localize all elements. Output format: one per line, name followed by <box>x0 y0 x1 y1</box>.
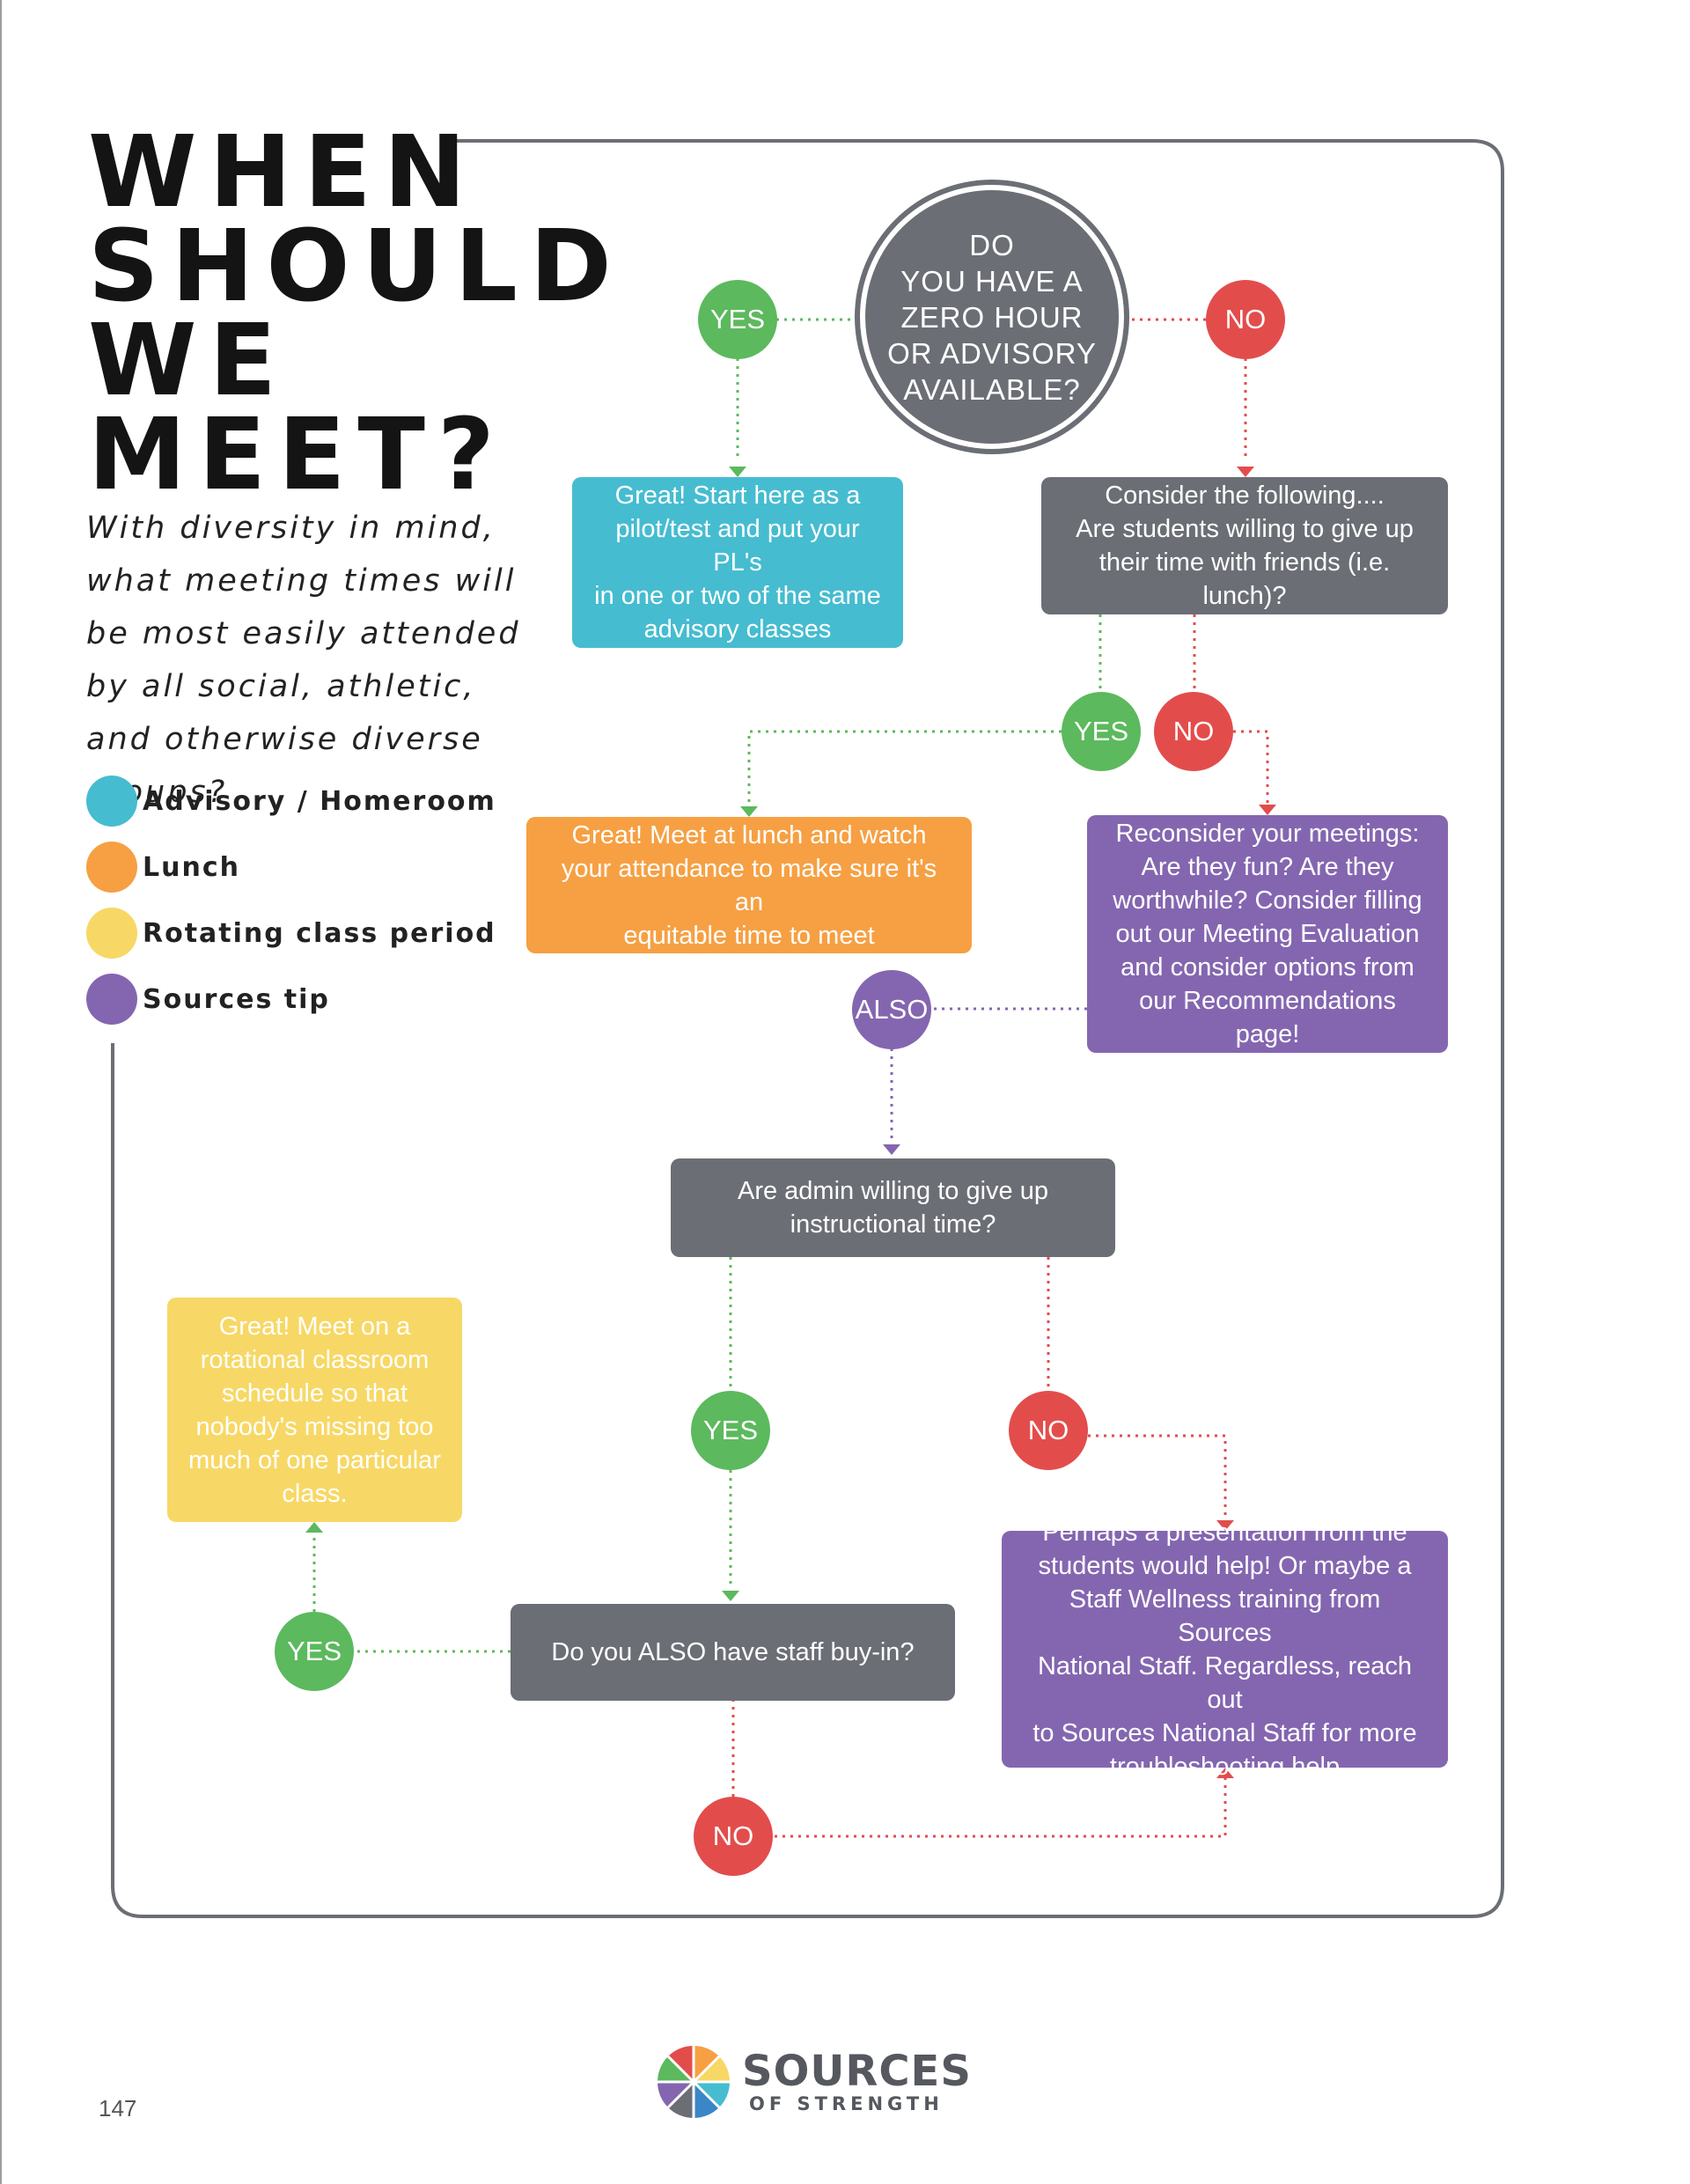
box-line: out our Meeting Evaluation <box>1115 920 1420 948</box>
arrowhead <box>1216 1520 1234 1531</box>
no-bubble-staff: NO <box>694 1797 773 1876</box>
box-line: Are admin willing to give up <box>737 1177 1048 1205</box>
box-line: instructional time? <box>790 1210 996 1239</box>
title-line-4: MEET? <box>88 398 507 512</box>
advisory-start-box: Great! Start here as a pilot/test and pu… <box>572 477 903 648</box>
box-line: worthwhile? Consider filling <box>1113 886 1422 915</box>
box-line: Great! Start here as a <box>614 482 861 510</box>
arrowhead <box>1237 467 1254 477</box>
box-line: equitable time to meet <box>623 921 875 950</box>
arrowhead <box>1216 1768 1234 1778</box>
box-line: Consider the following.... <box>1105 482 1385 510</box>
box-line: your attendance to make sure it's an <box>561 854 937 916</box>
box-line: nobody's missing too <box>195 1412 434 1441</box>
title-line-2: SHOULD <box>88 210 624 324</box>
box-line: National Staff. Regardless, reach out <box>1037 1651 1413 1714</box>
legend-item-sources-tip: Sources tip <box>86 973 330 1026</box>
arrowhead <box>729 467 746 477</box>
box-line: to Sources National Staff for more <box>1032 1718 1417 1747</box>
no-bubble-lunch: NO <box>1154 692 1233 771</box>
subtitle: With diversity in mind, what meeting tim… <box>86 511 521 810</box>
connector-no-presentation <box>1088 1434 1227 1519</box>
box-line: in one or two of the same <box>594 582 881 610</box>
staff-buyin-box: Do you ALSO have staff buy-in? <box>511 1604 955 1701</box>
arrowhead <box>883 1144 900 1155</box>
legend-item-rotating: Rotating class period <box>86 907 496 960</box>
logo-main-text: SOURCES <box>742 2047 972 2096</box>
connector-no-reconsider <box>1233 730 1269 803</box>
main-question-line: DO <box>969 228 1015 261</box>
connector-no-presentation-2 <box>775 1776 1227 1838</box>
color-wheel-icon <box>658 2046 730 2118</box>
legend-dot-advisory <box>86 776 137 827</box>
box-line: troubleshooting help <box>1109 1752 1341 1781</box>
frame-outline <box>111 139 1504 1918</box>
page-edge <box>0 0 2 2184</box>
admin-question-box: Are admin willing to give up instruction… <box>671 1158 1115 1257</box>
yes-bubble-staff: YES <box>275 1612 354 1691</box>
main-question-line: OR ADVISORY <box>887 336 1097 370</box>
main-question-circle: DO YOU HAVE A ZERO HOUR OR ADVISORY AVAI… <box>860 185 1124 449</box>
title-line-3: WE <box>88 304 290 418</box>
arrowhead <box>740 806 758 817</box>
consider-box: Consider the following.... Are students … <box>1041 477 1448 614</box>
main-question-line: YOU HAVE A <box>900 264 1084 298</box>
yes-bubble-zero-hour: YES <box>698 280 777 359</box>
yes-bubble-lunch: YES <box>1062 692 1141 771</box>
legend-dot-rotating <box>86 908 137 959</box>
box-line: our Recommendations page! <box>1139 987 1396 1048</box>
legend-label: Sources tip <box>143 983 330 1015</box>
legend-label: Lunch <box>143 851 240 883</box>
lunch-box: Great! Meet at lunch and watch your atte… <box>526 817 972 953</box>
legend-item-lunch: Lunch <box>86 841 240 893</box>
box-line: schedule so that <box>221 1379 408 1408</box>
logo-sub-text: OF STRENGTH <box>749 2093 944 2114</box>
also-bubble: ALSO <box>852 970 931 1049</box>
page-number: 147 <box>99 2095 137 2121</box>
main-question-line: AVAILABLE? <box>903 372 1081 406</box>
box-line: Perhaps a presentation from the <box>1042 1518 1407 1547</box>
box-line: Staff Wellness training from Sources <box>1069 1585 1381 1647</box>
box-line: pilot/test and put your PL's <box>615 515 860 577</box>
rotational-box: Great! Meet on a rotational classroom sc… <box>167 1298 462 1522</box>
connector-yes-lunch <box>747 730 1062 803</box>
presentation-box: Perhaps a presentation from the students… <box>1002 1519 1448 1781</box>
arrowhead <box>722 1591 739 1601</box>
yes-bubble-admin: YES <box>691 1391 770 1470</box>
box-line: advisory classes <box>643 615 832 643</box>
box-line: rotational classroom <box>200 1345 430 1374</box>
box-line: their time with friends (i.e. lunch)? <box>1098 548 1391 610</box>
reconsider-box: Reconsider your meetings: Are they fun? … <box>1087 815 1448 1053</box>
arrowhead <box>305 1522 323 1533</box>
legend-dot-sources-tip <box>86 974 137 1025</box>
box-line: and consider options from <box>1121 953 1414 982</box>
legend-label: Advisory / Homeroom <box>143 785 496 817</box>
box-line: Do you ALSO have staff buy-in? <box>551 1638 915 1666</box>
no-bubble-zero-hour: NO <box>1206 280 1285 359</box>
box-line: Are students willing to give up <box>1076 515 1414 543</box>
box-line: students would help! Or maybe a <box>1038 1551 1412 1580</box>
legend-item-advisory: Advisory / Homeroom <box>86 775 496 827</box>
legend-label: Rotating class period <box>143 917 496 949</box>
box-line: class. <box>282 1479 348 1508</box>
title-line-1: WHEN <box>88 115 479 230</box>
arrowhead <box>1259 805 1276 815</box>
no-bubble-admin: NO <box>1009 1391 1088 1470</box>
box-line: Are they fun? Are they <box>1141 853 1394 881</box>
box-line: Great! Meet on a <box>218 1312 411 1341</box>
box-line: Great! Meet at lunch and watch <box>571 820 927 849</box>
legend-dot-lunch <box>86 842 137 893</box>
main-question-line: ZERO HOUR <box>900 300 1084 334</box>
box-line: Reconsider your meetings: <box>1115 820 1420 848</box>
sources-of-strength-logo: SOURCES OF STRENGTH <box>656 2044 972 2120</box>
box-line: much of one particular <box>188 1445 441 1474</box>
